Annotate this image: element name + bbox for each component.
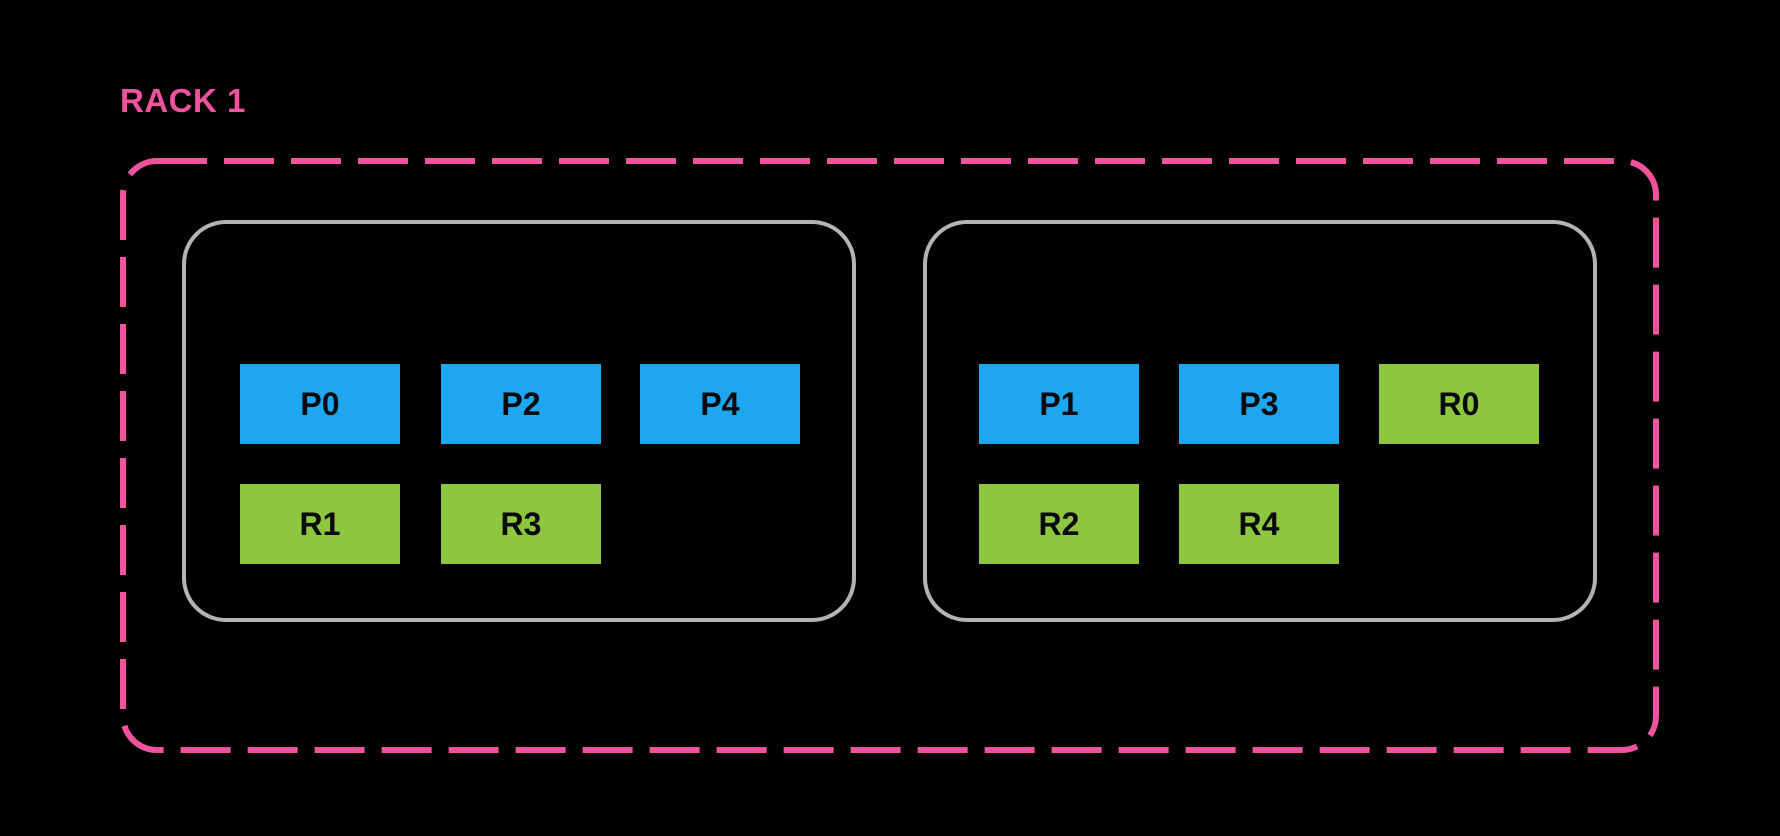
slot-R1: R1 bbox=[240, 484, 400, 564]
slot-R4: R4 bbox=[1179, 484, 1339, 564]
slot-P0: P0 bbox=[240, 364, 400, 444]
slot-P1: P1 bbox=[979, 364, 1139, 444]
host-1-container bbox=[182, 220, 856, 622]
rack-title: RACK 1 bbox=[120, 82, 246, 119]
rack-dashed-border bbox=[120, 158, 1659, 753]
host-2-container bbox=[923, 220, 1597, 622]
slot-R2: R2 bbox=[979, 484, 1139, 564]
slot-R3: R3 bbox=[441, 484, 601, 564]
slot-R0: R0 bbox=[1379, 364, 1539, 444]
slot-P3: P3 bbox=[1179, 364, 1339, 444]
slot-P4: P4 bbox=[640, 364, 800, 444]
slot-P2: P2 bbox=[441, 364, 601, 444]
